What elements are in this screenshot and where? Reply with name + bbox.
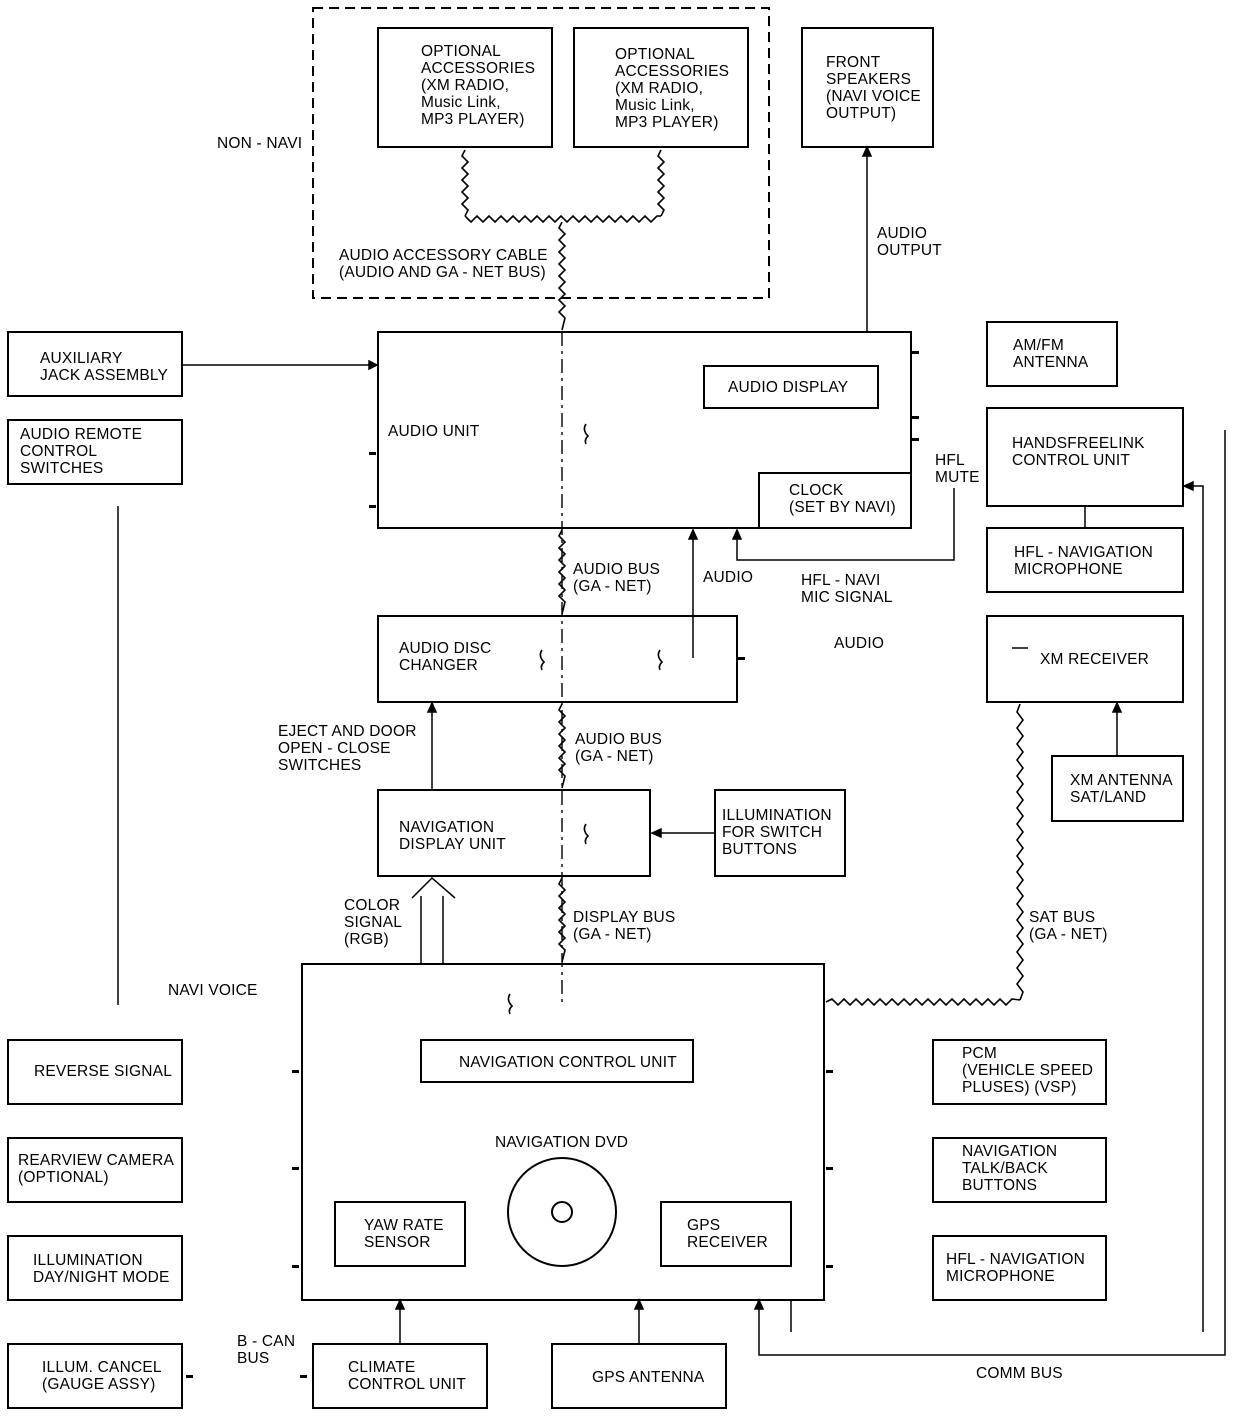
navi-voice-label: NAVI VOICE [168,982,258,999]
navigation-main-box [301,963,825,1301]
optional-accessories-label-1: OPTIONAL ACCESSORIES (XM RADIO, Music Li… [421,43,536,128]
gps-receiver-label: GPS RECEIVER [687,1217,768,1251]
clock-box [758,472,912,529]
reverse-signal-box [7,1039,183,1105]
accessory-cable-1 [460,149,470,217]
audio-bus-2-label: AUDIO BUS (GA - NET) [575,731,663,765]
hfl-mic-bottom-label: HFL - NAVIGATION MICROPHONE [946,1251,1085,1285]
climate-control-label: CLIMATE CONTROL UNIT [348,1359,467,1393]
xm-antenna-label: XM ANTENNA SAT/LAND [1070,772,1173,806]
audio-display-label: AUDIO DISPLAY [728,379,849,396]
hfl-mute-label: HFL MUTE [935,452,980,486]
optional-accessories-box-1 [377,27,553,148]
gps-antenna-label: GPS ANTENNA [592,1369,705,1386]
audio-accessory-bus [557,221,567,331]
illum-cancel-label: ILLUM. CANCEL (GAUGE ASSY) [42,1359,162,1393]
audio-remote-label: AUDIO REMOTE CONTROL SWITCHES [20,426,143,477]
audio-display-box [703,365,879,409]
navigation-control-box [420,1039,694,1083]
comm-bus-label: COMM BUS [976,1365,1063,1382]
xm-receiver-box [986,615,1184,703]
non-navi-label: NON - NAVI [217,135,303,152]
navigation-dvd-label: NAVIGATION DVD [495,1134,629,1151]
nav-talk-back-box [932,1137,1107,1203]
b-can-bus-label: B - CAN BUS [237,1333,296,1367]
display-bus [557,877,567,963]
illum-cancel-box [7,1343,183,1409]
yaw-rate-box [334,1201,466,1267]
am-fm-antenna-label: AM/FM ANTENNA [1013,337,1089,371]
navigation-display-label: NAVIGATION DISPLAY UNIT [399,819,506,853]
clock-label: CLOCK (SET BY NAVI) [789,482,896,516]
audio-bus-1-label: AUDIO BUS (GA - NET) [573,561,661,595]
navigation-control-label: NAVIGATION CONTROL UNIT [459,1054,677,1071]
audio-output-label: AUDIO OUTPUT [877,225,942,259]
optional-accessories-box-2 [573,27,749,148]
rearview-camera-label: REARVIEW CAMERA (OPTIONAL) [18,1152,175,1186]
illumination-day-night-label: ILLUMINATION DAY/NIGHT MODE [33,1252,170,1286]
pcm-label: PCM (VEHICLE SPEED PLUSES) (VSP) [962,1045,1094,1096]
hfl-navi-mic-signal-label: HFL - NAVI MIC SIGNAL [801,572,893,606]
eject-door-label: EJECT AND DOOR OPEN - CLOSE SWITCHES [278,723,417,774]
audio-unit-box [377,331,912,529]
hfl-mic-top-label: HFL - NAVIGATION MICROPHONE [1014,544,1153,578]
nav-talk-back-label: NAVIGATION TALK/BACK BUTTONS [962,1143,1058,1194]
yaw-rate-label: YAW RATE SENSOR [364,1217,444,1251]
audio-label-1: AUDIO [703,569,754,586]
color-signal-label: COLOR SIGNAL (RGB) [344,897,403,948]
navigation-dvd-icon [507,1157,617,1267]
audio-label-2: AUDIO [834,635,885,652]
illumination-switch-label: ILLUMINATION FOR SWITCH BUTTONS [722,807,832,858]
auxiliary-jack-label: AUXILIARY JACK ASSEMBLY [40,350,169,384]
optional-accessories-label-2: OPTIONAL ACCESSORIES (XM RADIO, Music Li… [615,46,730,131]
gps-receiver-box [660,1201,792,1267]
reverse-signal-label: REVERSE SIGNAL [34,1063,173,1080]
non-navi-region [312,7,770,299]
rearview-camera-box [7,1137,183,1203]
navigation-display-box [377,789,651,877]
am-fm-antenna-box [986,321,1118,387]
illumination-day-night-box [7,1235,183,1301]
audio-remote-box [7,419,183,485]
sat-bus-vertical [1016,703,1024,1001]
comm-bus-line [758,430,1226,1356]
auxiliary-jack-box [7,331,183,397]
hfl-mic-signal-line [736,488,955,561]
handsfreelink-label: HANDSFREELINK CONTROL UNIT [1012,435,1145,469]
handsfreelink-feed-line [1186,485,1204,1332]
audio-disc-changer-label: AUDIO DISC CHANGER [399,640,492,674]
audio-accessory-cable-label: AUDIO ACCESSORY CABLE (AUDIO AND GA - NE… [339,247,548,281]
accessory-cable-join [464,214,661,224]
accessory-cable-2 [656,149,666,217]
xm-receiver-label: XM RECEIVER [1040,651,1149,668]
sat-bus-label: SAT BUS (GA - NET) [1029,909,1108,943]
sat-bus-horizontal [825,997,1021,1007]
pcm-box [932,1039,1107,1105]
front-speakers-label: FRONT SPEAKERS (NAVI VOICE OUTPUT) [826,54,921,122]
audio-unit-label: AUDIO UNIT [388,423,480,440]
hfl-mic-bottom-box [932,1235,1107,1301]
audio-disc-changer-box [377,615,738,703]
display-bus-label: DISPLAY BUS (GA - NET) [573,909,676,943]
